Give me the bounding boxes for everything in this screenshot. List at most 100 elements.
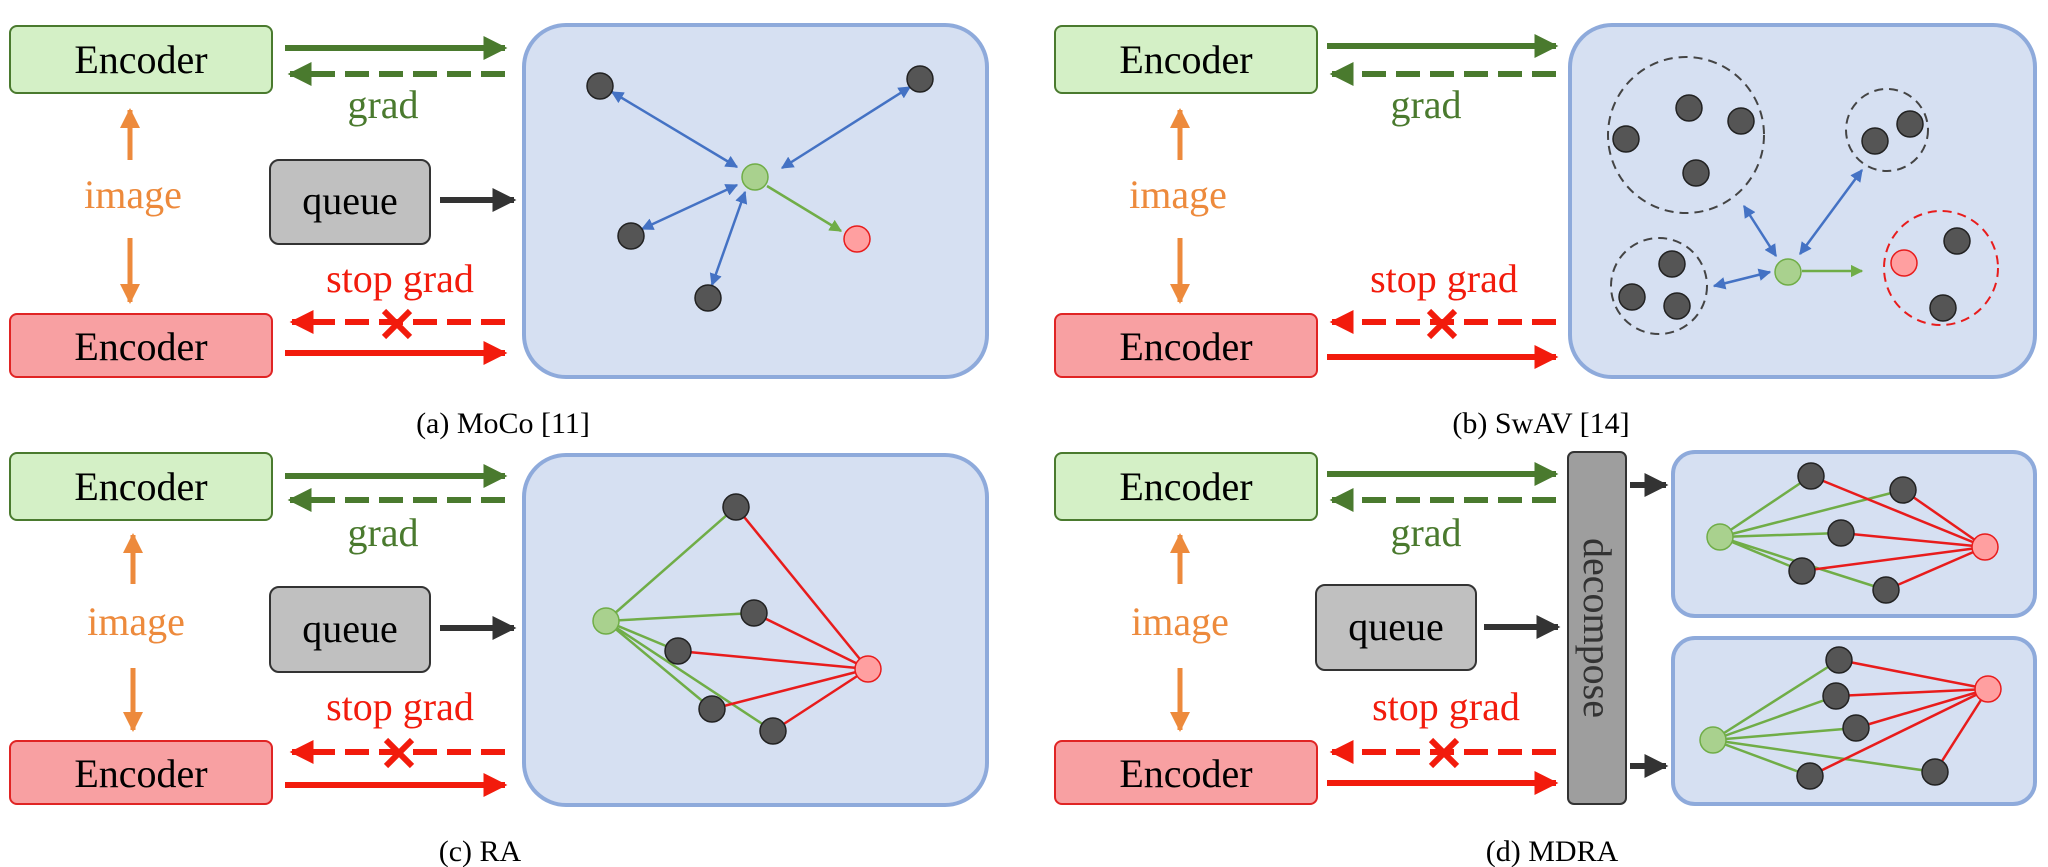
panel-mdra: Encoder grad image queue stop grad Encod…	[1054, 450, 2037, 867]
grad-label: grad	[347, 510, 418, 555]
anchor-node	[741, 163, 769, 191]
negative-node	[1872, 576, 1900, 604]
stop-cross-icon	[381, 308, 413, 340]
encoder-top-label: Encoder	[1119, 37, 1252, 82]
image-label: image	[87, 599, 185, 644]
embedding-space-panel	[522, 453, 989, 807]
negative-node	[1822, 682, 1850, 710]
decompose-block	[1567, 451, 1627, 805]
negative-node	[1612, 125, 1640, 153]
encoder-top-box	[9, 452, 273, 521]
stop-cross-icon	[383, 737, 415, 769]
encoder-bottom-label: Encoder	[1119, 751, 1252, 796]
red-edges	[677, 506, 869, 733]
decompose-label: decompose	[1575, 538, 1620, 718]
stop-grad-label: stop grad	[1370, 256, 1518, 301]
encoder-bottom-label: Encoder	[74, 751, 207, 796]
positive-node	[843, 225, 871, 253]
edge-blue	[780, 85, 912, 170]
encoder-bottom-label: Encoder	[1119, 324, 1252, 369]
grad-label: grad	[1390, 510, 1461, 555]
cluster-positive	[1883, 210, 1999, 326]
negative-node	[1675, 94, 1703, 122]
positive-node	[1971, 533, 1999, 561]
cluster-prototype	[1610, 237, 1708, 335]
encoder-top-box	[1054, 452, 1318, 521]
negative-node	[1796, 762, 1824, 790]
red-edges	[1809, 658, 1990, 778]
edge-blue	[1712, 268, 1772, 290]
encoder-bottom-box	[9, 740, 273, 805]
queue-box	[269, 586, 431, 673]
caption-d: (d) MDRA	[1486, 835, 1619, 867]
negative-node	[722, 493, 750, 521]
grad-label: grad	[1390, 82, 1461, 127]
encoder-bottom-box	[9, 313, 273, 378]
positive-node	[1890, 249, 1918, 277]
positive-node	[1974, 675, 2002, 703]
stop-cross-icon	[1428, 737, 1460, 769]
cluster-prototype	[1845, 88, 1929, 172]
negative-node	[617, 222, 645, 250]
negative-node	[906, 65, 934, 93]
edge-green	[766, 184, 843, 233]
embedding-space-panel	[1568, 23, 2037, 379]
negative-node	[1943, 227, 1971, 255]
image-label: image	[1129, 172, 1227, 217]
negative-node	[1842, 714, 1870, 742]
anchor-node	[592, 607, 620, 635]
queue-label: queue	[302, 606, 398, 651]
red-edges	[1801, 474, 1986, 592]
green-edges	[1712, 658, 1936, 778]
encoder-bottom-label: Encoder	[74, 324, 207, 369]
negative-node	[698, 695, 726, 723]
stop-cross-icon	[1426, 308, 1458, 340]
negative-node	[1921, 758, 1949, 786]
stop-grad-label: stop grad	[1372, 684, 1520, 729]
negative-node	[1861, 127, 1889, 155]
negative-node	[1825, 646, 1853, 674]
negative-node	[664, 637, 692, 665]
anchor-node	[1774, 258, 1802, 286]
encoder-top-label: Encoder	[74, 37, 207, 82]
edge-blue	[1742, 204, 1778, 258]
caption-c: (c) RA	[439, 835, 522, 867]
queue-label: queue	[302, 178, 398, 223]
anchor-node	[1706, 523, 1734, 551]
panel-moco: Encoder grad image queue stop grad Encod…	[9, 23, 989, 440]
negative-node	[1788, 557, 1816, 585]
edge-blue	[1798, 168, 1864, 256]
positive-node	[854, 655, 882, 683]
encoder-top-label: Encoder	[1119, 464, 1252, 509]
negative-node	[1889, 476, 1917, 504]
negative-node	[1896, 110, 1924, 138]
edge-blue	[709, 190, 748, 287]
grad-label: grad	[347, 82, 418, 127]
queue-box	[269, 159, 431, 245]
negative-node	[1827, 519, 1855, 547]
negative-node	[1797, 462, 1825, 490]
negative-node	[1658, 250, 1686, 278]
negative-node	[1618, 283, 1646, 311]
image-label: image	[84, 172, 182, 217]
stop-grad-label: stop grad	[326, 684, 474, 729]
panel-swav: Encoder grad image stop grad Encoder	[1054, 23, 2037, 440]
encoder-bottom-box	[1054, 740, 1318, 805]
queue-box	[1315, 584, 1477, 671]
stop-grad-label: stop grad	[326, 256, 474, 301]
caption-b: (b) SwAV [14]	[1452, 407, 1629, 440]
negative-node	[586, 72, 614, 100]
cluster-prototype	[1607, 56, 1765, 214]
encoder-top-box	[9, 25, 273, 94]
image-label: image	[1131, 599, 1229, 644]
negative-node	[1682, 159, 1710, 187]
negative-node	[759, 717, 787, 745]
caption-a: (a) MoCo [11]	[416, 407, 590, 440]
negative-node	[1727, 107, 1755, 135]
negative-node	[694, 284, 722, 312]
negative-node	[1663, 292, 1691, 320]
negative-node	[740, 599, 768, 627]
panel-ra: Encoder grad image queue stop grad Encod…	[9, 452, 989, 867]
queue-label: queue	[1348, 604, 1444, 649]
